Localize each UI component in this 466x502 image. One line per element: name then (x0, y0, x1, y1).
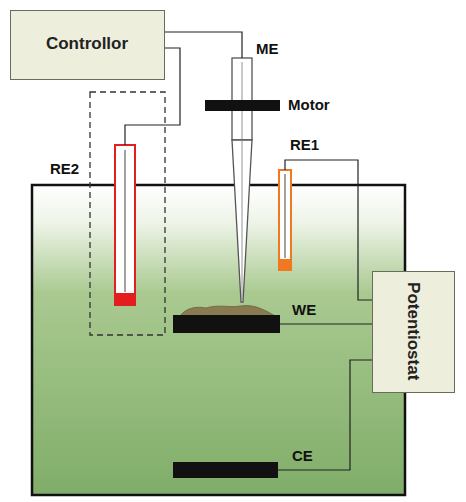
electrode-label: CE (292, 447, 313, 465)
electrode-label: RE2 (50, 160, 79, 178)
ce-lead (278, 360, 372, 470)
ce-plate (173, 462, 278, 478)
electrode-label: RE1 (290, 136, 319, 154)
node-title: Controllor (46, 34, 128, 54)
electrode-label: ME (256, 40, 279, 58)
me-lead (165, 32, 242, 58)
controller-box: Controllor (10, 10, 165, 80)
re1-lead (285, 160, 372, 300)
me-core (242, 62, 243, 300)
re1-wire (285, 174, 286, 258)
motor-label: Motor (288, 96, 330, 114)
re2-wire (125, 150, 126, 292)
re2-tip (116, 293, 134, 304)
re2-enclosure (90, 92, 165, 335)
potentiostat-box: Potentiostat (372, 271, 455, 393)
deposit (180, 305, 275, 316)
re2-tube (115, 145, 135, 305)
beaker (32, 185, 405, 495)
motor-bar (205, 100, 280, 111)
we-plate (173, 315, 280, 333)
re1-tip (280, 259, 290, 269)
electrode-label: WE (292, 301, 316, 319)
re1-tube (279, 170, 291, 270)
we-lead (280, 323, 372, 324)
node-title: Potentiostat (403, 282, 423, 380)
